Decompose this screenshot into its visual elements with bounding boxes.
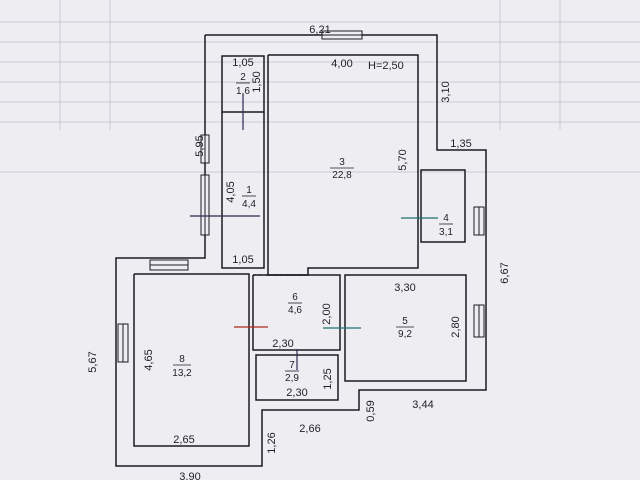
dim-corridor-height: 4,05 (225, 181, 237, 202)
room-2-area: 1,6 (236, 86, 250, 97)
dim-bottom-outer: 3,90 (179, 471, 200, 480)
dim-corridor-width: 1,05 (232, 254, 253, 266)
dim-room2-height: 1,50 (251, 71, 263, 92)
dim-top-outer: 6,21 (309, 24, 330, 36)
door-marks (190, 94, 438, 370)
dim-room8-height: 4,65 (143, 349, 155, 370)
dim-south-mid: 2,66 (299, 423, 320, 435)
dim-room2-width: 1,05 (232, 57, 253, 69)
room-4-number: 4 (443, 213, 449, 224)
room-6-area: 4,6 (288, 305, 302, 316)
dim-west-upper: 5,95 (194, 135, 206, 156)
room-7-number: 7 (289, 360, 295, 371)
dim-room5-width: 3,30 (394, 282, 415, 294)
dim-room7-height: 1,25 (322, 368, 334, 389)
dimension-labels: H=2,50 6,21 4,00 1,35 1,05 1,05 3,30 2,3… (87, 24, 511, 480)
room-8-area: 13,2 (172, 368, 192, 379)
height-label: H=2,50 (368, 60, 404, 72)
room-7-area: 2,9 (285, 373, 299, 384)
room-labels: 2 1,6 3 22,8 1 4,4 4 3,1 6 4,6 5 9,2 8 1… (172, 72, 453, 384)
dim-room5-height: 2,80 (450, 316, 462, 337)
dim-east-upper: 3,10 (440, 81, 452, 102)
dim-step-small: 1,26 (266, 432, 278, 453)
room-3-number: 3 (339, 157, 345, 168)
dim-step-top: 1,35 (450, 138, 471, 150)
dim-east-outer: 6,67 (499, 262, 511, 283)
room-5-area: 9,2 (398, 329, 412, 340)
dim-room3-width: 4,00 (331, 58, 352, 70)
dim-west-lower: 5,67 (87, 351, 99, 372)
room-6-number: 6 (292, 292, 298, 303)
room-3-area: 22,8 (332, 170, 352, 181)
room-1-area: 4,4 (242, 199, 256, 210)
room-1-number: 1 (246, 185, 252, 196)
dim-room8-width: 2,65 (173, 434, 194, 446)
room-2-number: 2 (240, 72, 246, 83)
dim-room7-width-top: 2,30 (272, 338, 293, 350)
dim-room6-height: 2,00 (321, 303, 333, 324)
windows (117, 30, 485, 363)
outer-walls (115, 34, 487, 467)
dim-step-south: 0,59 (365, 400, 377, 421)
dim-room7-width-bottom: 2,30 (286, 387, 307, 399)
background-table-ghost (0, 0, 640, 173)
room-4-area: 3,1 (439, 227, 453, 238)
room-8-number: 8 (179, 354, 185, 365)
dim-south-right: 3,44 (412, 399, 433, 411)
room-5-number: 5 (402, 316, 408, 327)
dim-room3-height: 5,70 (397, 149, 409, 170)
